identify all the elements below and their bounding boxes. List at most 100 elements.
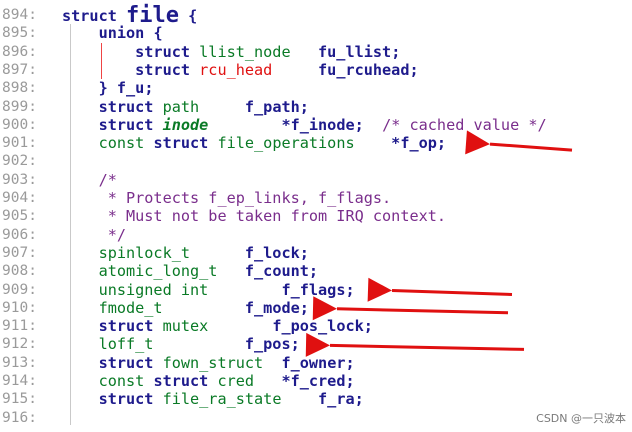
code-token: ;: [299, 243, 309, 262]
annotation-arrow: [312, 296, 509, 321]
line-number: 906:: [2, 226, 37, 243]
code-text: } f_u;: [62, 79, 154, 98]
code-token: *f_cred: [254, 372, 346, 390]
code-text: fmode_t f_mode;: [62, 299, 309, 317]
code-text: struct llist_node fu_llist;: [62, 43, 400, 61]
line-number: 905:: [2, 208, 37, 225]
code-token: struct: [62, 97, 163, 116]
line-number: 907:: [2, 244, 37, 261]
code-token: *f_inode: [208, 115, 355, 134]
code-token: const: [62, 134, 154, 153]
annotation-arrow: [367, 277, 513, 302]
code-token: struct: [62, 353, 163, 372]
code-token: ;: [391, 42, 401, 61]
line-number: 895:: [2, 25, 37, 42]
code-token: f_flags: [208, 280, 346, 299]
annotation-arrow: [465, 130, 573, 155]
code-token: fu_rcuhead: [272, 60, 410, 79]
line-number: 903:: [2, 171, 37, 188]
code-text: /*: [62, 171, 117, 189]
code-token: struct: [62, 115, 163, 134]
line-number: 914:: [2, 373, 37, 389]
code-token: * Must not be taken from IRQ context.: [62, 207, 447, 226]
code-text: atomic_long_t f_count;: [62, 262, 318, 280]
line-number: 899:: [2, 98, 37, 115]
code-token: struct: [62, 390, 163, 409]
code-token: ;: [345, 280, 355, 299]
code-token: {: [179, 7, 198, 25]
code-text: struct inode *f_inode; /* cached value *…: [62, 116, 547, 134]
code-token: llist_node: [199, 42, 291, 61]
code-token: ;: [409, 60, 419, 79]
line-number: 915:: [2, 391, 37, 408]
code-token: fmode_t: [62, 298, 163, 317]
code-token: struct: [153, 134, 218, 153]
line-number: 911:: [2, 318, 37, 335]
code-token: ;: [345, 372, 355, 390]
code-token: struct: [62, 7, 127, 25]
code-token: f_ra: [281, 390, 355, 409]
annotation-arrow: [305, 332, 525, 357]
code-text: unsigned int f_flags;: [62, 281, 355, 299]
code-token: struct: [153, 372, 218, 390]
code-text: * Must not be taken from IRQ context.: [62, 207, 446, 225]
code-token: file_ra_state: [162, 390, 282, 409]
code-text: const struct file_operations *f_op;: [62, 134, 447, 153]
code-token: f_u: [116, 79, 145, 98]
code-text: */: [62, 226, 126, 244]
code-token: f_owner: [263, 353, 346, 372]
code-token: f_lock: [190, 243, 300, 262]
code-token: fu_llist: [290, 42, 392, 61]
code-token: const: [62, 372, 154, 390]
code-token: union: [62, 24, 154, 43]
code-token: */: [62, 225, 127, 244]
line-number: 909:: [2, 281, 37, 298]
line-number: 916:: [2, 409, 37, 426]
code-token: atomic_long_t: [62, 262, 218, 281]
code-text: struct path f_path;: [62, 98, 309, 116]
code-text: loff_t f_pos;: [62, 335, 300, 353]
line-number: 897:: [2, 61, 37, 78]
code-token: struct: [62, 60, 200, 79]
line-number: 900:: [2, 116, 37, 133]
code-token: f_count: [217, 262, 309, 281]
code-token: inode: [162, 115, 209, 134]
code-token: {: [153, 24, 163, 43]
line-number: 908:: [2, 263, 37, 280]
code-token: /*: [62, 170, 117, 189]
code-token: spinlock_t: [62, 243, 191, 262]
line-number: 913:: [2, 354, 37, 371]
code-text: * Protects f_ep_links, f_flags.: [62, 189, 391, 207]
line-number: 896:: [2, 43, 37, 60]
code-token: ;: [345, 353, 355, 372]
line-number: 898:: [2, 80, 37, 97]
line-number: 904:: [2, 190, 37, 206]
code-token: ;: [354, 390, 364, 409]
code-token: * Protects f_ep_links, f_flags.: [62, 189, 392, 207]
code-token: file: [126, 3, 179, 28]
code-text: union {: [62, 24, 163, 42]
code-token: struct: [62, 42, 200, 61]
code-token: rcu_head: [199, 60, 273, 79]
code-token: cred: [217, 372, 255, 390]
code-token: /* cached value */: [382, 115, 547, 134]
line-number: 912:: [2, 336, 37, 353]
code-text: const struct cred *f_cred;: [62, 372, 355, 390]
code-text: struct fown_struct f_owner;: [62, 354, 355, 372]
code-token: ;: [299, 97, 309, 116]
code-token: ;: [299, 298, 309, 317]
indent-guide: [101, 42, 102, 80]
code-token: struct: [62, 317, 163, 336]
code-token: loff_t: [62, 335, 154, 354]
code-token: f_pos_lock: [208, 317, 364, 336]
line-number: 901:: [2, 135, 37, 152]
code-text: struct file_ra_state f_ra;: [62, 390, 364, 408]
code-text: struct rcu_head fu_rcuhead;: [62, 60, 419, 79]
code-token: fown_struct: [162, 353, 264, 372]
code-token: ;: [354, 115, 383, 134]
code-token: file_operations: [217, 134, 355, 153]
code-token: *f_op: [354, 134, 437, 153]
code-token: path: [162, 97, 200, 116]
